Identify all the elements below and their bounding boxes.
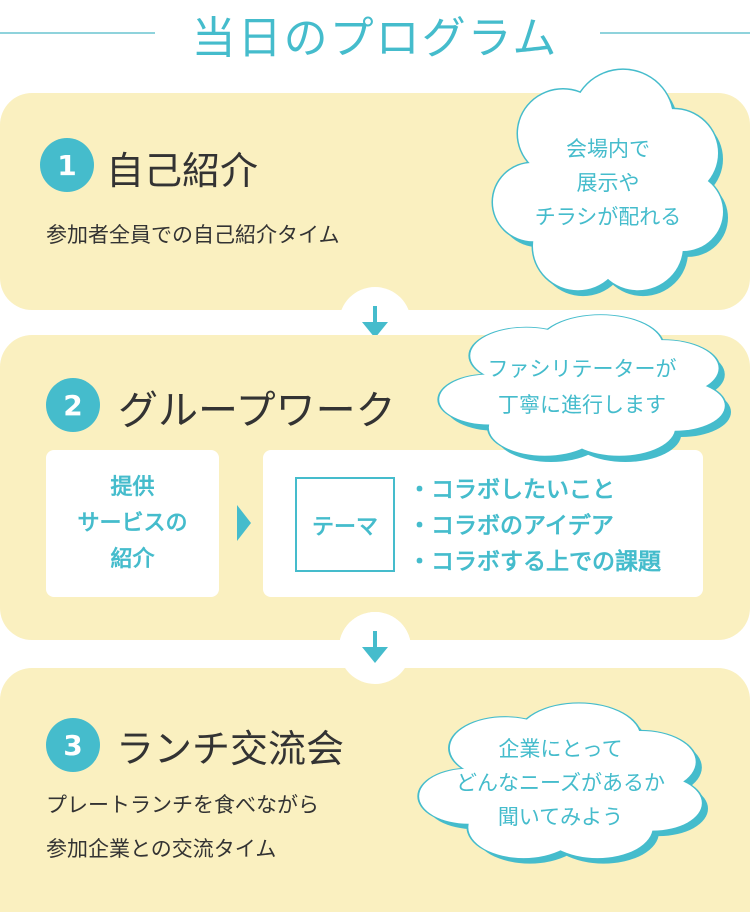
- theme-item: ・コラボしたいこと: [408, 477, 615, 503]
- service-intro-box: 提供 サービスの 紹介: [46, 450, 219, 597]
- page-title: 当日のプログラム: [191, 13, 559, 64]
- theme-item: ・コラボのアイデア: [408, 513, 614, 539]
- step-1-description: 参加者全員での自己紹介タイム: [46, 223, 340, 247]
- step-2-cloud: ファシリテーターが 丁寧に進行します: [433, 312, 731, 462]
- chevron-right-icon: [237, 505, 251, 545]
- theme-item: ・コラボする上での課題: [408, 549, 661, 575]
- down-arrow-icon: [339, 612, 411, 684]
- cloud-1-line: チラシが配れる: [534, 204, 682, 229]
- service-intro-line: サービスの: [77, 510, 188, 536]
- step-3-badge: 3: [46, 718, 100, 772]
- service-intro-line: 紹介: [110, 546, 155, 572]
- cloud-1-line: 展示や: [576, 170, 640, 195]
- service-intro-line: 提供: [110, 474, 155, 500]
- theme-list: ・コラボしたいこと ・コラボのアイデア ・コラボする上での課題: [408, 472, 661, 580]
- step-1-cloud: 会場内で 展示や チラシが配れる: [488, 65, 728, 300]
- cloud-3-line: 企業にとって: [498, 736, 623, 761]
- step-2-heading: グループワーク: [118, 388, 396, 434]
- step-2-badge: 2: [46, 378, 100, 432]
- step-1-heading: 自己紹介: [106, 149, 259, 193]
- step-3-description: プレートランチを食べながら 参加企業との交流タイム: [46, 783, 319, 871]
- cloud-1-line: 会場内で: [566, 136, 650, 161]
- step-3-heading: ランチ交流会: [116, 727, 345, 771]
- description-line: 参加企業との交流タイム: [46, 837, 277, 861]
- cloud-2-line: ファシリテーターが: [487, 357, 677, 381]
- step-3-cloud: 企業にとって どんなニーズがあるか 聞いてみよう: [413, 700, 708, 865]
- cloud-3-line: どんなニーズがあるか: [456, 770, 665, 795]
- title-divider-left: [0, 32, 155, 34]
- theme-label: テーマ: [295, 477, 395, 572]
- cloud-3-line: 聞いてみよう: [497, 804, 624, 829]
- title-divider-right: [600, 32, 750, 34]
- theme-box: [263, 450, 703, 597]
- description-line: プレートランチを食べながら: [46, 793, 319, 817]
- cloud-2-line: 丁寧に進行します: [498, 393, 666, 417]
- step-1-badge: 1: [40, 138, 94, 192]
